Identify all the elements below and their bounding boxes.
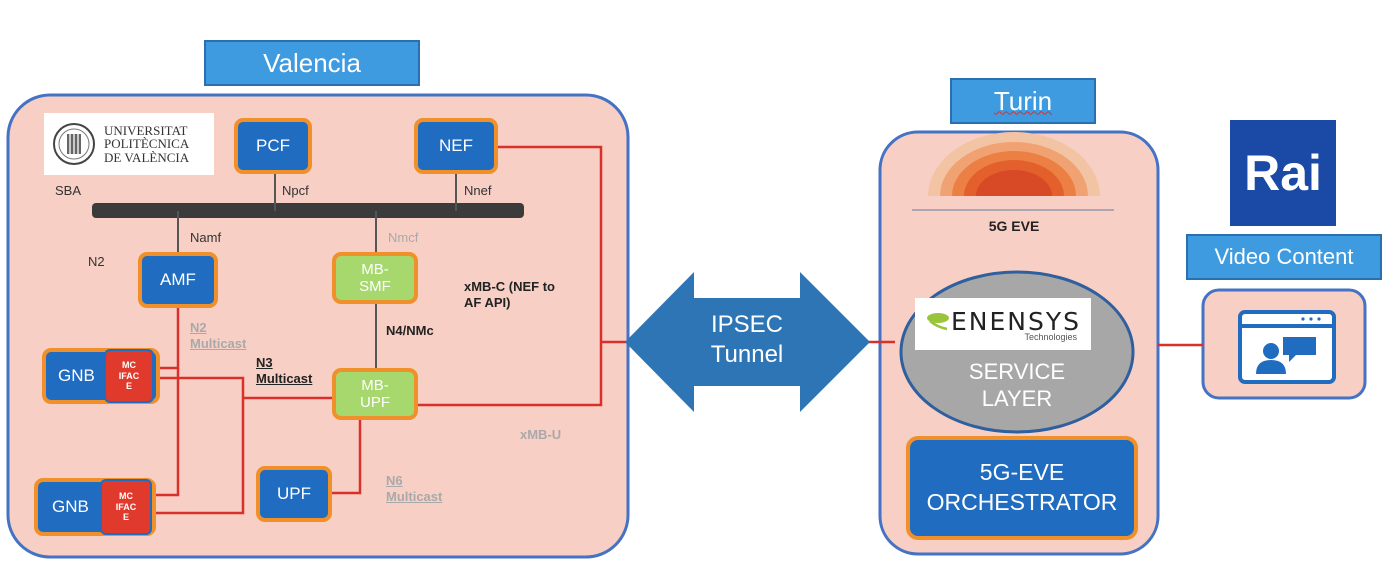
- n3-multicast-label: N3 Multicast: [256, 355, 313, 386]
- gnb-label-2: GNB: [52, 497, 89, 516]
- nef-node: NEF: [414, 118, 498, 174]
- gnb-label-1: GNB: [58, 366, 95, 385]
- rai-logo-text: Rai: [1244, 145, 1322, 201]
- n2-multicast-label: N2 Multicast: [190, 320, 247, 351]
- rai-logo: Rai: [1230, 120, 1336, 226]
- mb-upf-node: MB- UPF: [332, 368, 418, 420]
- enensys-leaf-icon: [926, 313, 949, 331]
- nmcf-label: Nmcf: [388, 230, 419, 245]
- n4-nmc-label: N4/NMc: [386, 323, 434, 338]
- university-logo: UNIVERSITAT POLITÈCNICA DE VALÈNCIA: [44, 113, 214, 175]
- university-line3: DE VALÈNCIA: [104, 149, 190, 165]
- ipsec-tunnel-label: IPSEC Tunnel: [694, 310, 800, 370]
- ipsec-line2: Tunnel: [710, 341, 784, 368]
- service-layer-label: SERVICE LAYER: [968, 358, 1066, 412]
- enensys-name: ENENSYS: [950, 306, 1081, 336]
- mb-smf-node: MB- SMF: [332, 252, 418, 304]
- 5g-eve-rainbow-icon: [912, 132, 1114, 211]
- sba-label: SBA: [55, 183, 82, 198]
- ipsec-arrow: [625, 272, 870, 412]
- namf-label: Namf: [190, 230, 222, 245]
- university-line2: POLITÈCNICA: [104, 136, 190, 152]
- 5g-eve-logo-label: 5G EVE: [988, 218, 1040, 234]
- n2-label: N2: [88, 254, 105, 269]
- red-links: [155, 145, 1203, 515]
- amf-node: AMF: [138, 252, 218, 308]
- turin-title: Turin: [950, 78, 1096, 124]
- n6-multicast-label: N6 Multicast: [386, 473, 443, 504]
- enensys-sub: Technologies: [1024, 331, 1077, 342]
- ipsec-line1: IPSEC: [710, 311, 784, 338]
- valencia-title: Valencia: [204, 40, 420, 86]
- pcf-node: PCF: [234, 118, 312, 174]
- npcf-label: Npcf: [282, 183, 309, 198]
- mc-iface-1: MC IFAC E: [104, 349, 154, 403]
- nnef-label: Nnef: [464, 183, 492, 198]
- sba-bus: [92, 203, 524, 218]
- xmb-c-label: xMB-C (NEF to AF API): [464, 279, 555, 311]
- university-seal-icon: [53, 123, 95, 165]
- mc-iface-2: MC IFAC E: [100, 479, 152, 535]
- video-content-icon: [1238, 310, 1336, 384]
- xmb-u-label: xMB-U: [520, 427, 562, 442]
- university-line1: UNIVERSITAT: [104, 122, 188, 138]
- upf-node: UPF: [256, 466, 332, 522]
- orchestrator-node: 5G-EVE ORCHESTRATOR: [906, 436, 1138, 540]
- video-content-title: Video Content: [1186, 234, 1382, 280]
- enensys-logo: ENENSYS Technologies: [915, 298, 1091, 350]
- sba-connectors: [177, 172, 457, 368]
